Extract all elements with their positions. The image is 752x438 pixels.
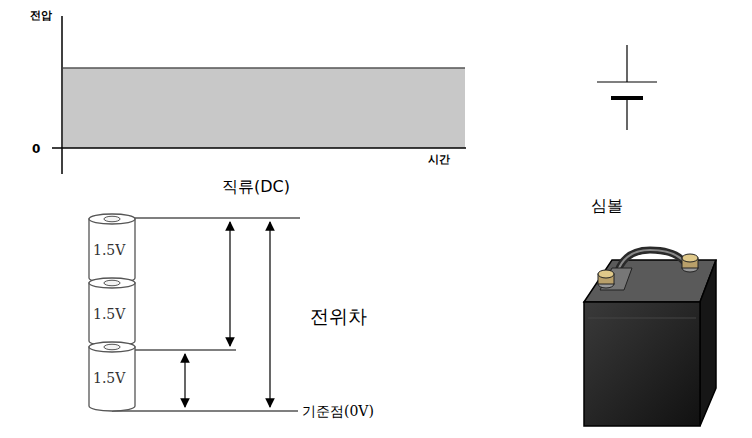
- battery-cell: 1.5V: [87, 277, 137, 347]
- battery-cell: 1.5V: [87, 341, 137, 412]
- cell-voltage: 1.5V: [93, 307, 125, 321]
- y-axis: [61, 16, 63, 174]
- chart-caption: 직류(DC): [222, 179, 290, 195]
- battery-symbol: [597, 45, 657, 130]
- axis-label: 전압: [30, 10, 52, 21]
- axis-label: 시간: [428, 154, 450, 165]
- dc-chart: [52, 16, 466, 174]
- x-axis: [52, 147, 466, 149]
- potential-lines: [112, 218, 300, 411]
- cell-voltage: 1.5V: [93, 371, 125, 385]
- cell-voltage: 1.5V: [93, 243, 125, 257]
- dc-level-area: [63, 68, 465, 148]
- axis-origin: 0: [32, 143, 40, 155]
- potential-label: 전위차: [310, 307, 367, 326]
- dc-level-line: [63, 67, 465, 69]
- battery-cell: 1.5V: [87, 213, 137, 284]
- car-battery-illustration: [584, 250, 716, 426]
- reference-label: 기준점(0V): [302, 404, 374, 418]
- symbol-caption: 심볼: [591, 198, 623, 214]
